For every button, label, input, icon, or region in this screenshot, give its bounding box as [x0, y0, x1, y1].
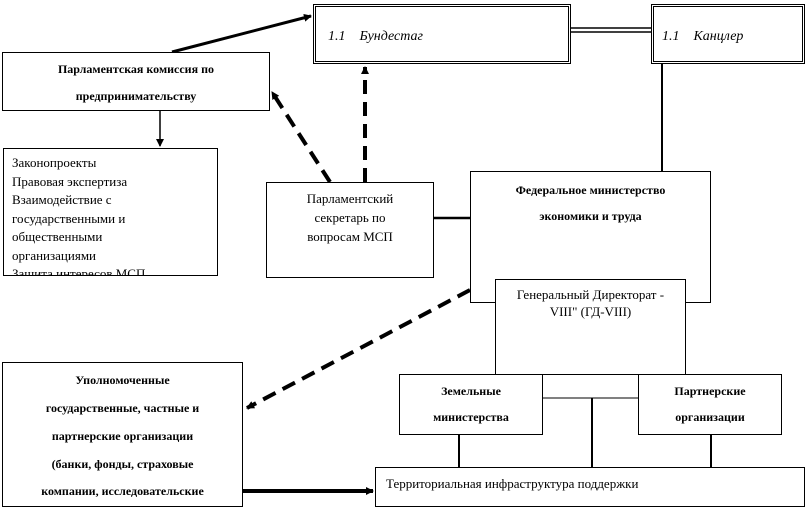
function-item: Правовая экспертиза	[12, 173, 128, 189]
authorized-line: компании, исследовательские	[41, 484, 204, 498]
chancellor-box: 1.1 Канцлер	[651, 4, 805, 64]
bundestag-label: Бундестаг	[359, 29, 424, 44]
commission-line2: предпринимательству	[75, 89, 197, 103]
functions-box: Законопроекты Правовая экспертиза Взаимо…	[3, 148, 218, 276]
ministry-line1: Федеральное министерство	[515, 183, 666, 197]
partners-box: Партнерские организации	[638, 374, 782, 435]
partners-line1: Партнерские	[674, 384, 746, 398]
land-ministries-line2: министерства	[433, 410, 509, 424]
bundestag-number: 1.1	[328, 29, 346, 44]
authorized-box: Уполномоченные государственные, частные …	[2, 362, 243, 507]
directorate-box: Генеральный Директорат - VIII" (ГД-VIII)	[495, 279, 686, 375]
land-ministries-line1: Земельные	[441, 384, 501, 398]
secretary-label: Парламентский секретарь по вопросам МСП	[306, 191, 394, 244]
commission-line1: Парламентская комиссия по	[57, 62, 215, 76]
authorized-line: партнерские организации	[51, 429, 194, 443]
directorate-label: Генеральный Директорат - VIII" (ГД-VIII)	[516, 287, 665, 319]
function-item: государственными и	[12, 210, 126, 226]
dashed-arrow-ministry-to-authorized	[246, 288, 471, 410]
partners-line2: организации	[675, 410, 745, 424]
function-item: Законопроекты	[12, 155, 97, 170]
arrow-commission-to-bundestag	[171, 13, 312, 54]
secretary-box: Парламентский секретарь по вопросам МСП	[266, 182, 434, 278]
territorial-label: Территориальная инфраструктура поддержки	[386, 476, 639, 491]
function-item: общественными	[12, 229, 103, 244]
chancellor-number: 1.1	[662, 29, 680, 44]
dashed-arrow-secretary-to-commission	[270, 90, 332, 184]
function-item: организациями	[12, 247, 96, 263]
authorized-line: Уполномоченные	[75, 373, 170, 387]
chancellor-label: Канцлер	[693, 29, 744, 44]
function-item: Взаимодействие с	[12, 192, 112, 207]
territorial-box: Территориальная инфраструктура поддержки	[375, 467, 805, 507]
commission-box: Парламентская комиссия по предпринимател…	[2, 52, 270, 111]
land-ministries-box: Земельные министерства	[399, 374, 543, 435]
authorized-line: государственные, частные и	[45, 401, 200, 415]
bundestag-box: 1.1 Бундестаг	[313, 4, 571, 64]
ministry-line2: экономики и труда	[539, 209, 642, 223]
authorized-line: (банки, фонды, страховые	[51, 457, 194, 471]
function-item: Защита интересов МСП	[12, 266, 146, 276]
